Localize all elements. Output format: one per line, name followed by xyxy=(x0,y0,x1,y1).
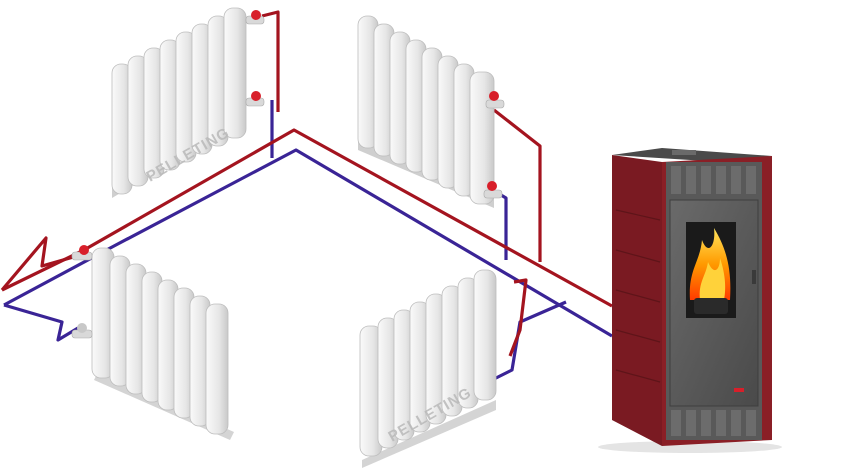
supply-pipe-to-front-radiator xyxy=(508,278,528,357)
valve-icon xyxy=(245,91,265,107)
valve-icon xyxy=(71,323,93,339)
valve-icon xyxy=(485,91,505,109)
radiator-rear-right xyxy=(357,15,505,208)
pellet-stove-icon xyxy=(598,148,782,453)
return-pipe-to-front-radiator xyxy=(491,300,567,382)
valve-icon xyxy=(245,10,265,25)
radiator-icon xyxy=(111,7,247,195)
radiator-rear-left: PELLETING xyxy=(111,7,265,198)
return-pipe-main xyxy=(3,148,613,338)
return-pipe-rear-right-drop xyxy=(495,190,508,260)
supply-pipe-rear-right-riser xyxy=(493,108,542,262)
radiator-icon xyxy=(91,247,229,435)
supply-pipe-main xyxy=(1,128,613,308)
valve-icon xyxy=(483,181,503,199)
valve-icon xyxy=(71,245,93,261)
radiator-icon xyxy=(357,15,495,205)
return-pipe-left-loop xyxy=(3,303,79,342)
flame-icon xyxy=(689,228,731,300)
pellet-stove xyxy=(598,148,782,453)
radiator-front-left xyxy=(71,245,234,440)
radiator-icon xyxy=(359,269,497,457)
radiator-front-right: PELLETING xyxy=(359,269,497,468)
supply-pipe-rear-left-riser xyxy=(261,10,280,112)
supply-pipe-network xyxy=(0,10,613,357)
supply-pipe-left-loop xyxy=(0,236,85,292)
